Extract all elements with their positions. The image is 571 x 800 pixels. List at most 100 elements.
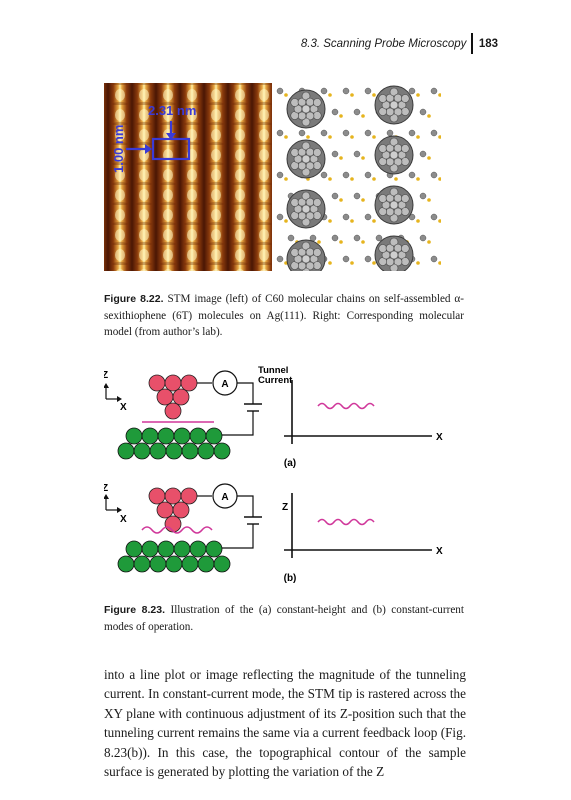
c60-molecule — [374, 85, 414, 125]
graph-b-y-label: Z — [282, 502, 288, 513]
sulfur-atom — [427, 114, 431, 118]
carbon-ring — [430, 213, 438, 221]
current-trace-a — [317, 402, 375, 410]
carbon-ring — [386, 129, 394, 137]
panel-a-tag: (a) — [284, 458, 296, 469]
sulfur-atom — [427, 240, 431, 244]
figure-8-22-caption: Figure 8.22. STM image (left) of C60 mol… — [104, 291, 464, 341]
sulfur-atom — [328, 177, 332, 181]
sulfur-atom — [350, 261, 354, 265]
carbon-ring — [408, 87, 416, 95]
carbon-ring — [320, 129, 328, 137]
sulfur-atom — [416, 177, 420, 181]
carbon-ring — [408, 171, 416, 179]
sulfur-atom — [328, 93, 332, 97]
carbon-ring — [408, 129, 416, 137]
axis-x-label: X — [120, 402, 127, 413]
carbon-ring — [353, 192, 361, 200]
sulfur-atom — [427, 198, 431, 202]
sulfur-atom — [438, 219, 441, 223]
page-number: 183 — [478, 37, 498, 50]
sulfur-atom — [438, 261, 441, 265]
carbon-ring — [353, 150, 361, 158]
sulfur-atom — [416, 135, 420, 139]
sulfur-atom — [416, 219, 420, 223]
carbon-ring — [419, 108, 427, 116]
carbon-ring — [276, 213, 284, 221]
body-paragraph: into a line plot or image reflecting the… — [104, 667, 466, 780]
carbon-ring — [331, 192, 339, 200]
sulfur-atom — [372, 261, 376, 265]
sulfur-atom — [372, 219, 376, 223]
carbon-ring — [364, 87, 372, 95]
c60-molecule — [286, 89, 326, 129]
carbon-ring — [375, 234, 383, 242]
sulfur-atom — [361, 198, 365, 202]
width-label: 2.31 nm — [148, 103, 196, 118]
carbon-ring — [276, 171, 284, 179]
carbon-ring — [320, 171, 328, 179]
molecular-model — [274, 83, 441, 271]
c60-molecule — [374, 185, 414, 225]
section-title: 8.3. Scanning Probe Microscopy — [300, 37, 467, 50]
carbon-ring — [364, 129, 372, 137]
graph-a-x-label: X — [436, 432, 443, 443]
carbon-ring — [364, 171, 372, 179]
carbon-ring — [331, 150, 339, 158]
carbon-ring — [309, 234, 317, 242]
carbon-ring — [430, 171, 438, 179]
sulfur-atom — [438, 93, 441, 97]
graph-b-x-label: X — [436, 546, 443, 557]
sulfur-atom — [438, 135, 441, 139]
sulfur-atom — [350, 135, 354, 139]
sulfur-atom — [350, 219, 354, 223]
height-trace-b — [317, 518, 375, 526]
sulfur-atom — [372, 177, 376, 181]
carbon-ring — [364, 213, 372, 221]
carbon-ring — [320, 87, 328, 95]
carbon-ring — [342, 213, 350, 221]
carbon-ring — [342, 171, 350, 179]
c60-molecule — [374, 135, 414, 175]
sulfur-atom — [328, 135, 332, 139]
sulfur-atom — [328, 261, 332, 265]
carbon-ring — [430, 87, 438, 95]
sulfur-atom — [350, 177, 354, 181]
sulfur-atom — [284, 219, 288, 223]
scan-trace-b — [141, 526, 213, 534]
sulfur-atom — [416, 261, 420, 265]
carbon-ring — [419, 150, 427, 158]
carbon-ring — [276, 129, 284, 137]
sulfur-atom — [372, 135, 376, 139]
sample-b — [117, 540, 231, 573]
panel-b-tag: (b) — [284, 573, 297, 584]
sulfur-atom — [372, 93, 376, 97]
carbon-ring — [353, 108, 361, 116]
panel-b: Z X A Z X (b) — [104, 483, 443, 584]
sulfur-atom — [339, 114, 343, 118]
figure-8-23-caption: Figure 8.23. Illustration of the (a) con… — [104, 602, 464, 635]
c60-molecule — [286, 189, 326, 229]
caption-label: Figure 8.22. — [104, 293, 164, 305]
axis-z-label: Z — [104, 370, 108, 381]
running-header: 8.3. Scanning Probe Microscopy 183 — [301, 33, 498, 54]
caption-label: Figure 8.23. — [104, 604, 166, 616]
axis-z-label: Z — [104, 483, 108, 494]
header-divider — [471, 33, 473, 54]
ammeter-label: A — [221, 379, 228, 390]
sulfur-atom — [361, 240, 365, 244]
sulfur-atom — [328, 219, 332, 223]
carbon-ring — [419, 234, 427, 242]
carbon-ring — [342, 87, 350, 95]
caption-text: STM image (left) of C60 molecular chains… — [104, 293, 465, 338]
carbon-ring — [419, 192, 427, 200]
sulfur-atom — [339, 198, 343, 202]
caption-text: Illustration of the (a) constant-height … — [104, 604, 464, 633]
sulfur-atom — [284, 135, 288, 139]
sulfur-atom — [284, 93, 288, 97]
sulfur-atom — [416, 93, 420, 97]
carbon-ring — [342, 255, 350, 263]
stm-tip-b — [148, 487, 198, 533]
